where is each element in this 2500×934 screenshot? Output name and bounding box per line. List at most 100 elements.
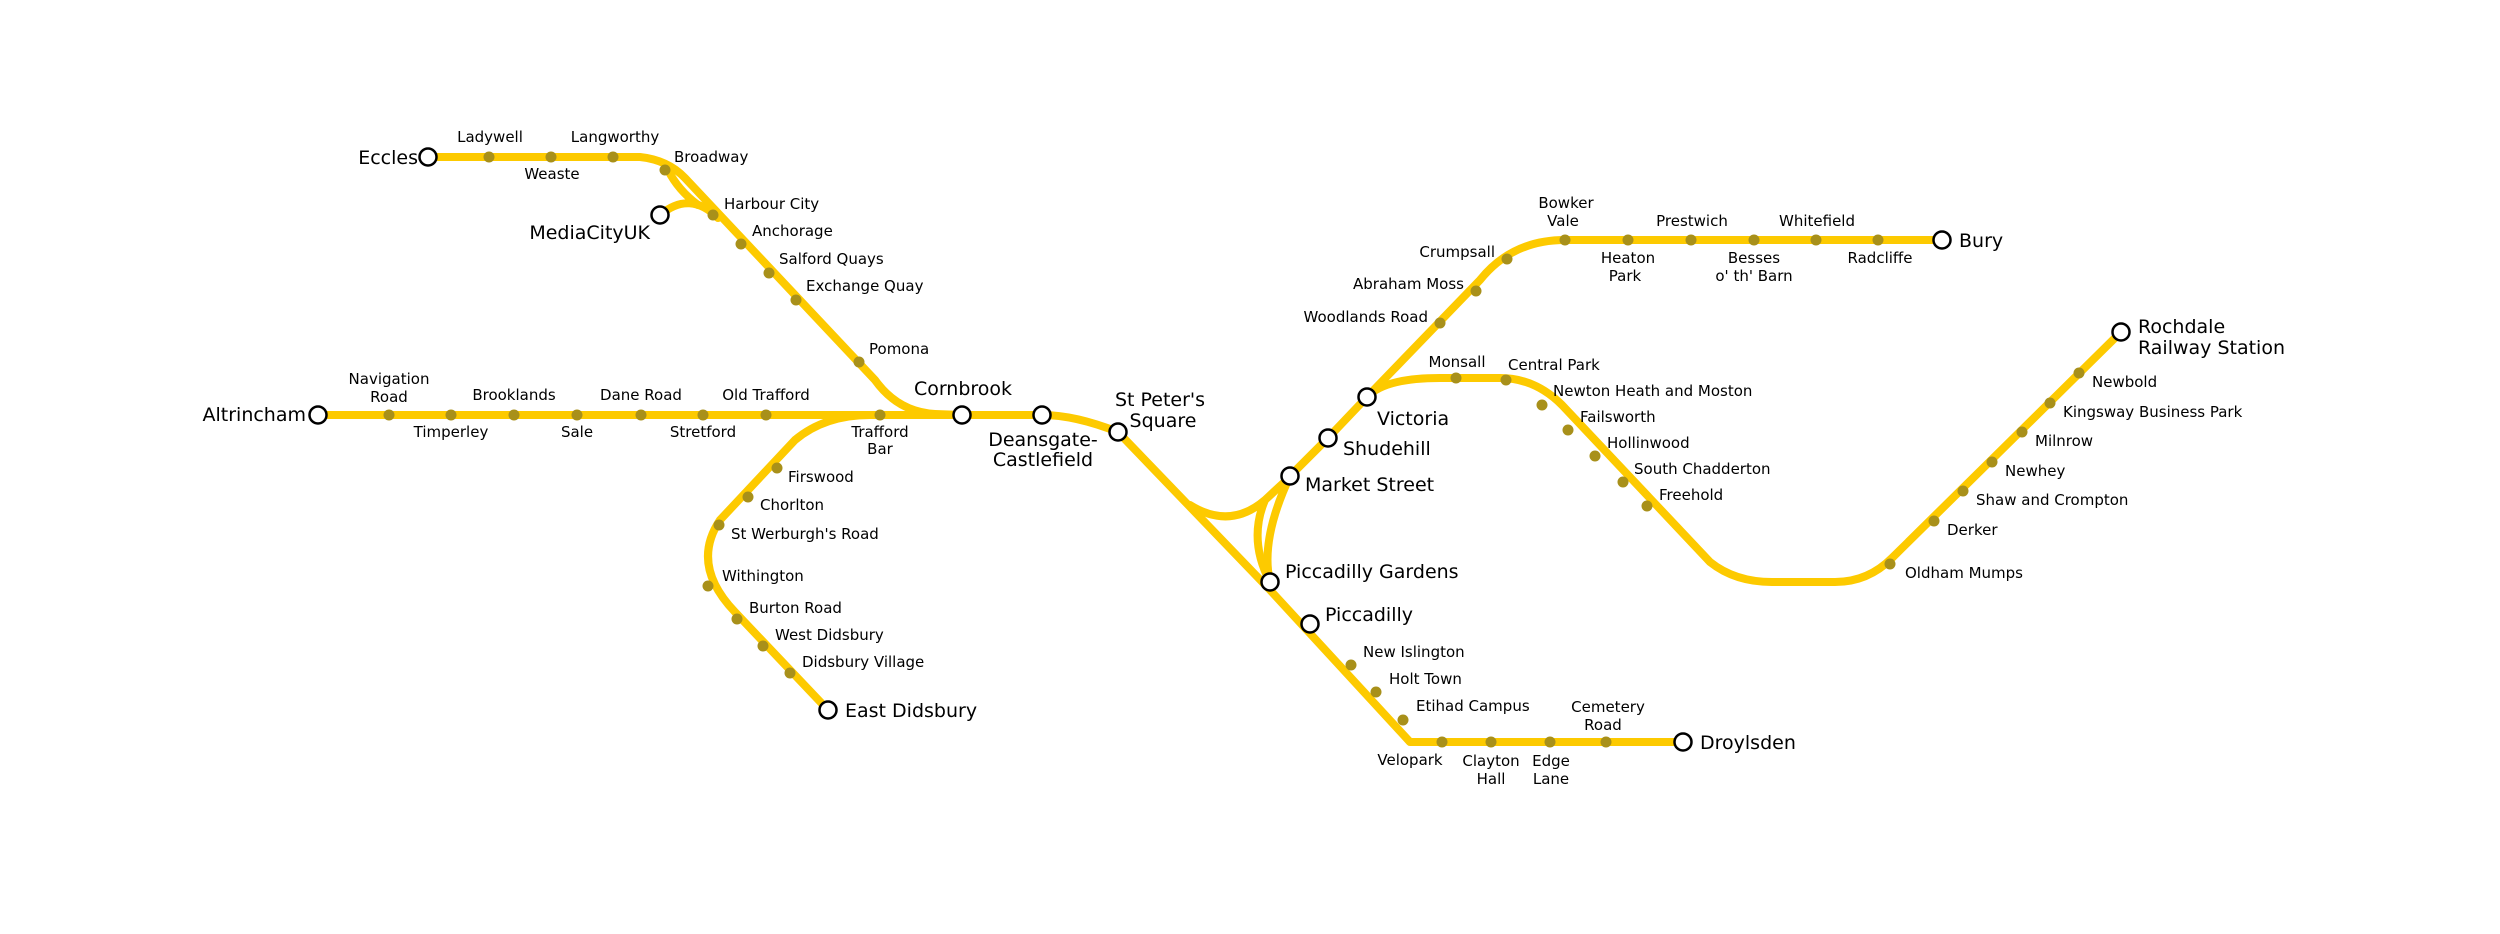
stop-woodlands-road — [1434, 317, 1446, 329]
label-kingsway: Kingsway Business Park — [2063, 403, 2243, 421]
label-pomona: Pomona — [869, 340, 929, 358]
label-derker: Derker — [1947, 521, 1998, 539]
label-dane-road: Dane Road — [600, 386, 682, 404]
station-altrincham[interactable] — [308, 405, 328, 425]
stop-west-didsbury — [757, 640, 769, 652]
stop-dane-road — [635, 409, 647, 421]
station-market-street[interactable] — [1280, 466, 1300, 486]
label-brooklands: Brooklands — [472, 386, 556, 404]
stop-sale — [571, 409, 583, 421]
label-droylsden: Droylsden — [1700, 732, 1796, 754]
stop-pomona — [853, 356, 865, 368]
label-mediacityuk: MediaCityUK — [529, 222, 650, 244]
label-deansgate-1: Deansgate- — [988, 429, 1098, 451]
label-hollinwood: Hollinwood — [1607, 434, 1690, 452]
stop-derker — [1928, 515, 1940, 527]
label-clayton-hall-2: Hall — [1477, 770, 1506, 788]
stop-new-islington — [1345, 659, 1357, 671]
label-whitefield: Whitefield — [1779, 212, 1855, 230]
station-deansgate-castlefield[interactable] — [1032, 405, 1052, 425]
label-prestwich: Prestwich — [1656, 212, 1728, 230]
stop-bowker-vale — [1559, 234, 1571, 246]
stop-freehold — [1641, 500, 1653, 512]
stop-navigation-road — [383, 409, 395, 421]
label-burton-road: Burton Road — [749, 599, 842, 617]
station-bury[interactable] — [1932, 230, 1952, 250]
label-bury: Bury — [1959, 230, 2003, 252]
label-clayton-hall-1: Clayton — [1462, 752, 1519, 770]
stop-ladywell — [483, 151, 495, 163]
stop-kingsway — [2044, 397, 2056, 409]
station-eccles[interactable] — [418, 147, 438, 167]
stop-clayton-hall — [1485, 736, 1497, 748]
label-piccadilly: Piccadilly — [1325, 604, 1413, 626]
stop-holt-town — [1370, 686, 1382, 698]
label-bowker-vale-2: Vale — [1547, 212, 1579, 230]
label-newton-heath: Newton Heath and Moston — [1553, 382, 1752, 400]
label-east-didsbury: East Didsbury — [845, 700, 977, 722]
stop-abraham-moss — [1470, 285, 1482, 297]
stop-broadway — [659, 164, 671, 176]
station-labels: Eccles Ladywell Weaste Langworthy Broadw… — [203, 128, 2286, 788]
label-besses-2: o' th' Barn — [1715, 267, 1792, 285]
stop-newton-heath — [1536, 399, 1548, 411]
stop-brooklands — [508, 409, 520, 421]
station-droylsden[interactable] — [1673, 732, 1693, 752]
label-rochdale-2: Railway Station — [2138, 337, 2285, 359]
label-weaste: Weaste — [524, 165, 579, 183]
station-shudehill[interactable] — [1318, 428, 1338, 448]
label-chorlton: Chorlton — [760, 496, 824, 514]
station-east-didsbury[interactable] — [818, 700, 838, 720]
label-navigation-road-1: Navigation — [349, 370, 430, 388]
stop-markers — [383, 151, 2085, 748]
label-newbold: Newbold — [2092, 373, 2157, 391]
label-new-islington: New Islington — [1363, 643, 1465, 661]
stop-heaton-park — [1622, 234, 1634, 246]
label-market-street: Market Street — [1305, 474, 1434, 496]
station-rochdale[interactable] — [2111, 322, 2131, 342]
label-trafford-bar-2: Bar — [867, 440, 893, 458]
station-piccadilly[interactable] — [1300, 614, 1320, 634]
stop-chorlton — [742, 491, 754, 503]
label-didsbury-village: Didsbury Village — [802, 653, 924, 671]
label-langworthy: Langworthy — [571, 128, 660, 146]
stop-oldham-mumps — [1884, 558, 1896, 570]
label-broadway: Broadway — [674, 148, 748, 166]
label-south-chadderton: South Chadderton — [1634, 460, 1771, 478]
label-piccadilly-gardens: Piccadilly Gardens — [1285, 561, 1459, 583]
station-cornbrook[interactable] — [952, 405, 972, 425]
stop-central-park — [1500, 374, 1512, 386]
stop-old-trafford — [760, 409, 772, 421]
label-holt-town: Holt Town — [1389, 670, 1462, 688]
label-besses-1: Besses — [1728, 249, 1780, 267]
stop-weaste — [545, 151, 557, 163]
label-freehold: Freehold — [1659, 486, 1723, 504]
station-piccadilly-gardens[interactable] — [1260, 572, 1280, 592]
label-newhey: Newhey — [2005, 462, 2065, 480]
label-heaton-park-1: Heaton — [1601, 249, 1655, 267]
stop-withington — [702, 580, 714, 592]
label-anchorage: Anchorage — [752, 222, 833, 240]
station-mediacityuk[interactable] — [650, 205, 670, 225]
label-west-didsbury: West Didsbury — [775, 626, 884, 644]
label-eccles: Eccles — [358, 147, 418, 169]
stop-prestwich — [1685, 234, 1697, 246]
route-victoria-to-rochdale — [1363, 328, 2125, 586]
stop-anchorage — [735, 238, 747, 250]
station-victoria[interactable] — [1357, 387, 1377, 407]
label-crumpsall: Crumpsall — [1419, 243, 1495, 261]
label-bowker-vale-1: Bowker — [1538, 194, 1594, 212]
stop-langworthy — [607, 151, 619, 163]
stop-newbold — [2073, 367, 2085, 379]
station-st-peters-square[interactable] — [1108, 422, 1128, 442]
major-stations — [308, 147, 2131, 752]
label-abraham-moss: Abraham Moss — [1353, 275, 1464, 293]
stop-shaw-crompton — [1957, 485, 1969, 497]
label-timperley: Timperley — [413, 423, 489, 441]
stop-etihad-campus — [1397, 714, 1409, 726]
label-st-peters-1: St Peter's — [1115, 389, 1205, 411]
stop-milnrow — [2016, 426, 2028, 438]
stop-hollinwood — [1589, 450, 1601, 462]
label-victoria: Victoria — [1377, 408, 1449, 430]
stop-cemetery-road — [1600, 736, 1612, 748]
